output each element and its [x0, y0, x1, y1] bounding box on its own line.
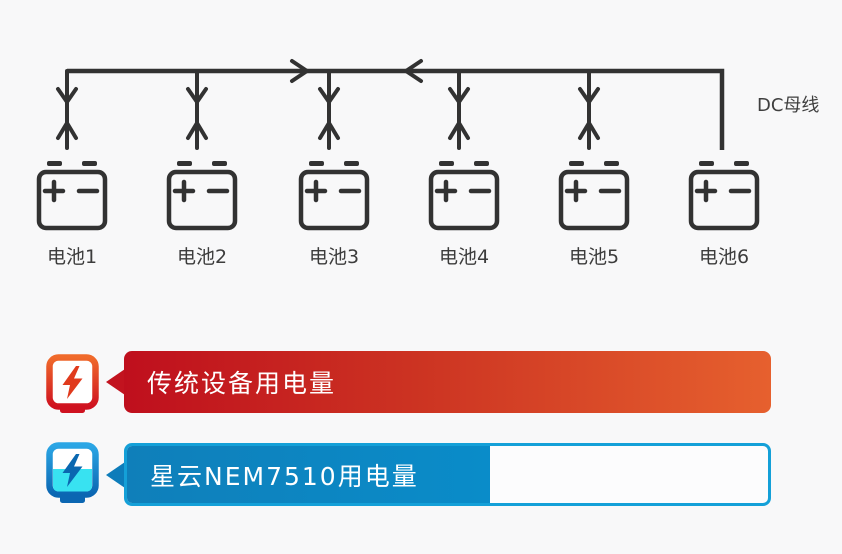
nebula-bar-pointer	[106, 462, 125, 488]
nebula-consumption-bar: 星云NEM7510用电量	[124, 443, 771, 506]
battery1-icon	[39, 161, 105, 228]
battery3-icon	[301, 161, 367, 228]
dc-bus-line	[67, 68, 725, 150]
nebula-bar-fill	[127, 446, 490, 503]
battery-label: 电池4	[438, 246, 490, 268]
bus-arrow-right-icon	[290, 59, 309, 83]
battery5-wire	[578, 69, 600, 150]
nebula-bar-label: 星云NEM7510用电量	[150, 461, 419, 491]
traditional-consumption-bar: 传统设备用电量	[124, 351, 771, 413]
battery2-icon	[169, 161, 235, 228]
lightning-bolt-icon	[62, 454, 83, 487]
power-meter-blue-icon	[46, 442, 99, 503]
battery-label: 电池3	[308, 246, 360, 268]
dc-bus-label: DC母线	[757, 95, 820, 116]
battery6-icon	[691, 161, 757, 228]
lightning-bolt-icon	[62, 366, 83, 399]
battery5-icon	[561, 161, 627, 228]
battery-label: 电池2	[176, 246, 228, 268]
battery2-wire	[186, 69, 208, 150]
battery-label: 电池6	[698, 246, 750, 268]
battery-bus-diagram	[0, 59, 842, 300]
traditional-bar-pointer	[106, 369, 125, 395]
power-meter-red-icon	[46, 354, 99, 413]
battery4-wire	[448, 69, 470, 150]
battery-label: 电池5	[568, 246, 620, 268]
traditional-bar-label: 传统设备用电量	[147, 369, 337, 398]
bus-arrow-left-icon	[404, 59, 423, 83]
battery4-icon	[431, 161, 497, 228]
battery1-wire	[56, 69, 78, 150]
battery-label: 电池1	[46, 246, 98, 268]
battery3-wire	[318, 69, 340, 150]
